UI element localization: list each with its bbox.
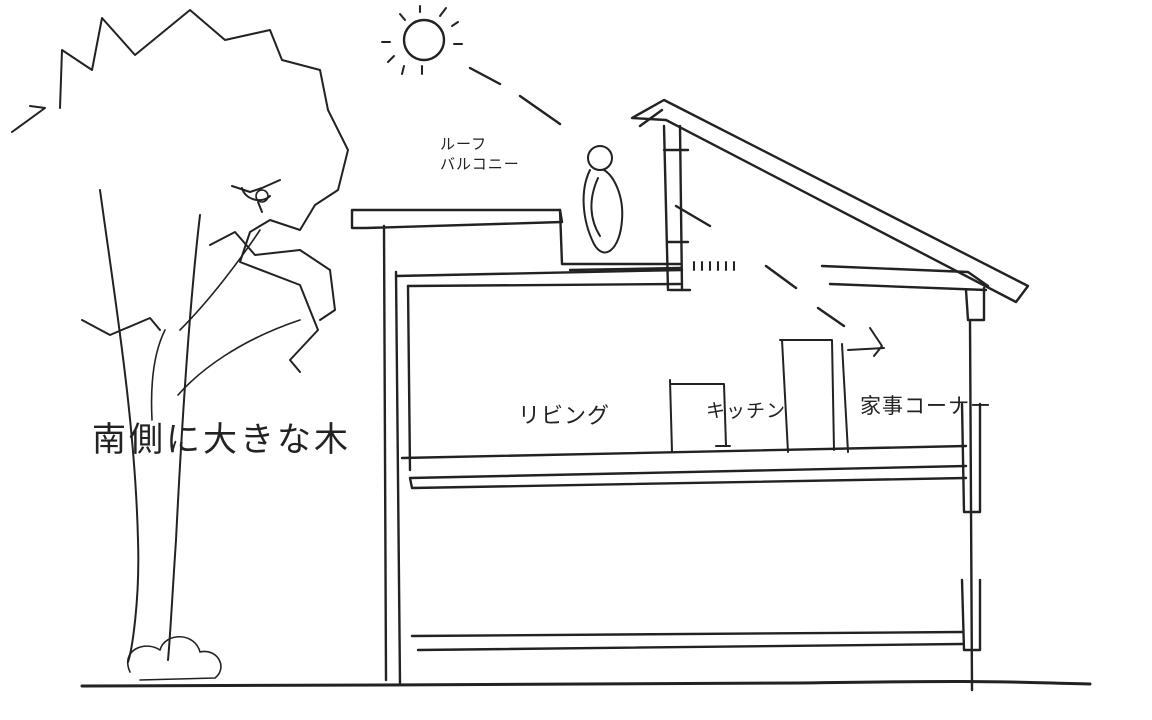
partition-wall bbox=[779, 339, 849, 453]
ground-line bbox=[80, 679, 1092, 688]
bird-icon bbox=[231, 179, 281, 213]
balcony-floor bbox=[558, 208, 682, 272]
middle-floor bbox=[400, 444, 968, 490]
house bbox=[350, 98, 1030, 692]
person-icon bbox=[582, 145, 624, 254]
balcony-railing bbox=[693, 261, 735, 271]
lower-floor bbox=[410, 630, 964, 652]
roof-slope bbox=[630, 98, 1030, 304]
kitchen-counter bbox=[669, 379, 731, 453]
roof-balcony-label-line1: ルーフ bbox=[440, 135, 488, 153]
utility-corner-label: 家事コーナー bbox=[860, 394, 992, 418]
shrub bbox=[127, 636, 222, 681]
left-exterior-wall bbox=[382, 224, 412, 686]
sun-icon bbox=[381, 5, 885, 357]
roof-balcony-label-line2: バルコニー bbox=[440, 155, 520, 173]
right-exterior-wall bbox=[960, 286, 986, 692]
parapet-top bbox=[350, 208, 564, 230]
tree-label: 南側に大きな木 bbox=[92, 420, 351, 460]
living-label: リビング bbox=[518, 404, 611, 429]
arrow-icon bbox=[847, 327, 885, 357]
upper-ceiling-line bbox=[394, 268, 684, 288]
clerestory-post bbox=[662, 124, 692, 292]
tree-trunk-left bbox=[99, 189, 140, 663]
roof-eave-ceiling bbox=[820, 264, 990, 292]
tree-canopy bbox=[11, 9, 349, 373]
sunlight-ray-dashed bbox=[468, 66, 846, 328]
tree-trunk-right bbox=[167, 214, 201, 661]
roof-balcony-label: ルーフ バルコニー bbox=[440, 134, 520, 174]
tree bbox=[11, 9, 349, 681]
kitchen-label: キッチン bbox=[706, 400, 787, 422]
tree-branch bbox=[150, 229, 301, 421]
